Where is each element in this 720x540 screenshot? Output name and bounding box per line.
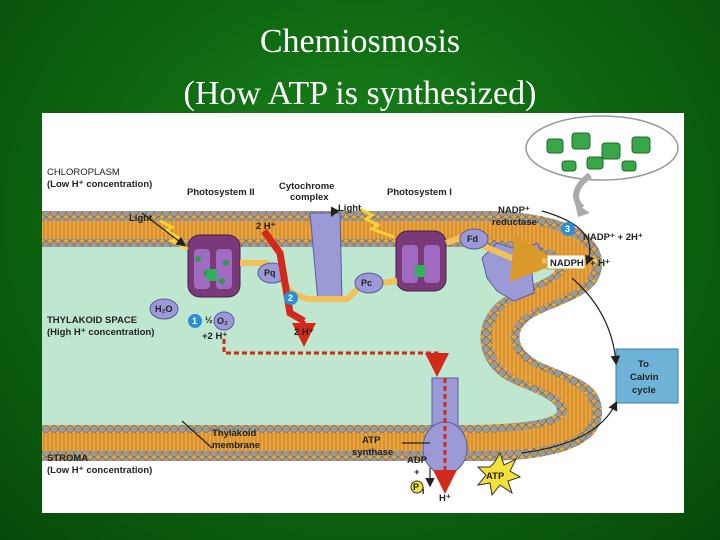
water-molecule (149, 298, 179, 320)
slide-title: Chemiosmosis (259, 23, 461, 60)
stroma-label: STROMA (47, 453, 88, 464)
photosystem-i-label: Photosystem I (387, 187, 452, 198)
slide-subtitle: (How ATP is synthesized) (183, 75, 537, 112)
photosystem-i (395, 230, 447, 292)
light-icon (159, 219, 189, 251)
plastocyanin (354, 272, 384, 294)
cytochrome-label-1: Cytochrome (279, 181, 334, 192)
atp-synthase-label-2: synthase (352, 447, 393, 458)
two-h-left-label: +2 H⁺ (202, 331, 227, 342)
light-label-left: Light (129, 213, 153, 224)
step-1-label: 1 (192, 316, 197, 326)
plus-label: + (414, 467, 420, 478)
photosystem-ii (187, 234, 241, 298)
adp-label: ADP (407, 455, 428, 466)
nadp-reaction-label: NADP⁺ + 2H⁺ (583, 232, 643, 243)
step-3-label: 3 (565, 224, 570, 234)
pi-sub-label: i (422, 486, 425, 496)
step-2-label: 2 (288, 293, 293, 303)
chloroplast-label: CHLOROPLASM (47, 167, 120, 178)
thylakoid-space-label: THYLAKOID SPACE (47, 315, 137, 326)
atp-synthase-label-1: ATP (362, 435, 381, 446)
thylakoid-membrane-label-2: membrane (212, 440, 260, 451)
pi-label: P (413, 482, 419, 492)
step-1-badge (188, 314, 202, 328)
two-h-mid-label: 2 H⁺ (294, 327, 314, 338)
nadph-box (546, 254, 586, 270)
h-plus-label: H⁺ (439, 493, 451, 504)
stroma-sub-label: (Low H⁺ concentration) (47, 465, 152, 476)
photosystem-ii-label: Photosystem II (187, 187, 255, 198)
nadp-reductase-label-2: reductase (492, 217, 537, 228)
oxygen-molecule (213, 311, 235, 331)
chloroplast-sub-label: (Low H⁺ concentration) (47, 179, 152, 190)
chemiosmosis-diagram: Pq Pc Fd To Calvin cycle 1 2 3 H₂O O₂ ½ … (42, 113, 684, 513)
cytochrome-label-2: complex (290, 192, 329, 203)
pq-label: Pq (264, 268, 276, 278)
ferredoxin (459, 228, 489, 250)
oxygen-label: O₂ (217, 316, 228, 326)
atp-burst (476, 451, 522, 497)
half-label: ½ (205, 315, 213, 325)
fd-label: Fd (467, 234, 478, 244)
phosphate-icon (410, 480, 424, 494)
calvin-cycle-box (615, 348, 679, 404)
two-h-top-label: 2 H⁺ (256, 221, 276, 232)
step-3-badge (561, 222, 575, 236)
calvin-cycle: cycle (632, 385, 656, 396)
atp-label: ATP (486, 471, 505, 482)
light-icon (359, 207, 395, 239)
pc-label: Pc (361, 278, 372, 288)
calvin-to: To (638, 359, 649, 370)
calvin-calvin: Calvin (630, 372, 659, 383)
proton-flow-path (261, 228, 306, 325)
thylakoid-space-sub-label: (High H⁺ concentration) (47, 327, 154, 338)
nadph-h-label: + H⁺ (590, 258, 610, 269)
water-label: H₂O (155, 304, 173, 314)
nadp-reductase-label-1: NADP⁺ (498, 205, 530, 216)
light-label-mid: Light (338, 203, 362, 214)
thylakoid-membrane-label-1: Thylakoid (212, 428, 257, 439)
step-2-badge (284, 291, 298, 305)
chloroplast-inset (525, 115, 679, 217)
nadph-label: NADPH (550, 258, 584, 269)
